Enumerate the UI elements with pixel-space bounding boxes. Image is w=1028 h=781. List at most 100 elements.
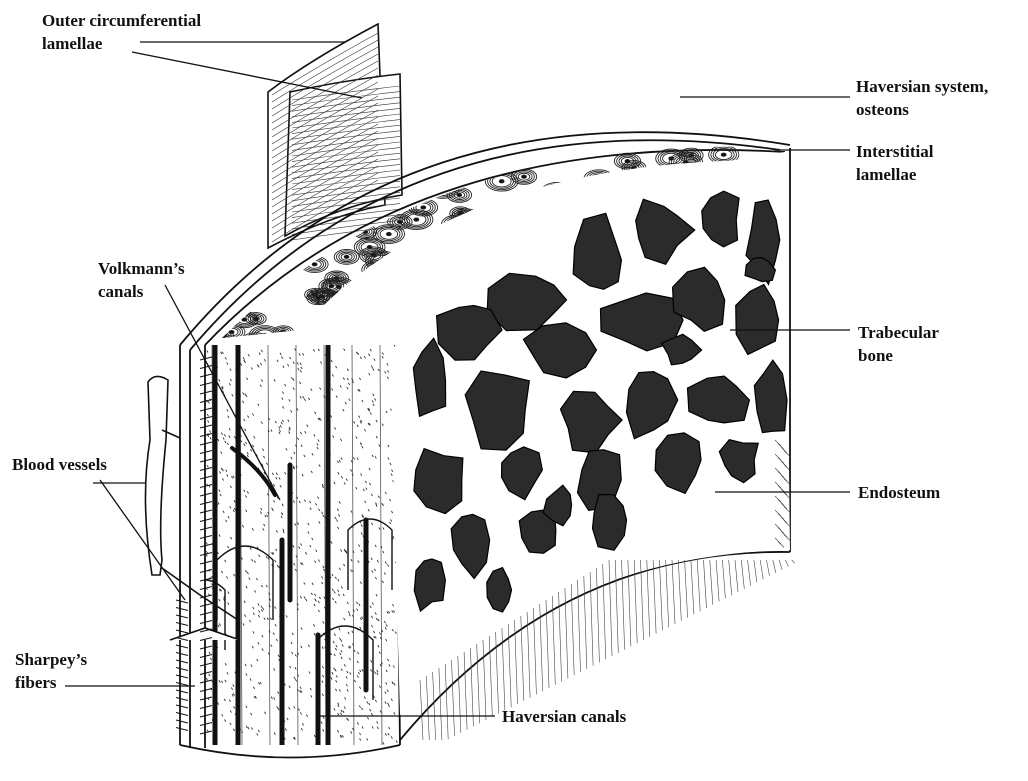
osteocyte-dot [350, 469, 351, 471]
osteon-ring [245, 336, 265, 348]
osteocyte-dot [227, 362, 228, 364]
osteocyte-dot [372, 726, 373, 728]
osteon-ring [488, 218, 501, 226]
osteocyte-dot [264, 359, 265, 361]
osteocyte-dot [310, 508, 311, 510]
osteocyte-dot [233, 510, 234, 512]
osteon-ring [248, 337, 263, 346]
osteocyte-dot [252, 413, 253, 415]
osteon-central-canal [502, 234, 507, 237]
osteocyte-dot [334, 591, 335, 593]
osteon-ring [461, 215, 478, 225]
osteocyte-dot [319, 464, 320, 466]
osteocyte-dot [311, 471, 312, 473]
osteocyte-dot [318, 601, 319, 603]
osteocyte-dot [233, 693, 234, 695]
label-line: bone [858, 344, 939, 367]
osteocyte-dot [281, 513, 282, 515]
sharpey-fiber [200, 680, 212, 683]
osteocyte-dot [275, 607, 276, 609]
label-line: Interstitial [856, 140, 933, 163]
osteocyte-dot [207, 414, 208, 416]
osteocyte-dot [374, 672, 375, 674]
osteocyte-dot [359, 544, 360, 546]
osteocyte-dot [218, 439, 219, 441]
osteocyte-dot [258, 615, 259, 617]
osteocyte-dot [232, 694, 233, 696]
osteocyte-dot [361, 708, 362, 710]
osteon-ring [334, 296, 342, 301]
osteon-ring [219, 333, 229, 339]
endosteum-hatch [672, 560, 675, 624]
osteocyte-dot [337, 730, 338, 732]
osteocyte-dot [206, 554, 207, 556]
osteocyte-dot [251, 559, 252, 561]
osteocyte-dot [282, 398, 283, 400]
osteocyte-dot [337, 461, 338, 463]
osteocyte-dot [318, 349, 319, 351]
osteocyte-dot [322, 582, 323, 584]
osteocyte-dot [230, 723, 231, 725]
osteocyte-dot [373, 368, 374, 370]
osteocyte-dot [257, 733, 258, 735]
osteon-ring [359, 279, 388, 297]
osteocyte-dot [371, 558, 372, 560]
osteon-ring [357, 278, 391, 298]
osteocyte-dot [379, 686, 380, 688]
osteocyte-dot [386, 411, 387, 413]
osteon-central-canal [335, 296, 340, 299]
osteocyte-dot [362, 669, 363, 671]
osteocyte-dot [336, 396, 337, 398]
osteocyte-dot [353, 457, 354, 459]
osteocyte-dot [382, 352, 383, 354]
osteocyte-dot [261, 350, 262, 352]
osteocyte-dot [344, 549, 345, 551]
osteon-ring [473, 220, 492, 231]
osteocyte-dot [267, 618, 268, 620]
osteocyte-dot [263, 608, 264, 610]
osteocyte-dot [258, 603, 259, 605]
sharpey-fiber [176, 615, 188, 618]
osteocyte-dot [338, 713, 339, 715]
osteon-central-canal [523, 216, 528, 219]
osteocyte-dot [248, 727, 249, 729]
endosteum-hatch [691, 560, 694, 614]
osteocyte-dot [375, 636, 376, 638]
osteocyte-dot [367, 701, 368, 703]
osteon-central-canal [573, 190, 578, 193]
osteocyte-dot [369, 373, 370, 375]
osteocyte-dot [221, 681, 222, 683]
osteocyte-dot [219, 534, 220, 536]
front-bottom-edge [180, 745, 400, 758]
osteocyte-dot [258, 730, 259, 732]
sharpey-fiber [176, 630, 188, 633]
sharpey-fiber [200, 519, 212, 522]
osteocyte-dot [371, 660, 372, 662]
osteocyte-dot [300, 687, 301, 689]
osteocyte-dot [320, 419, 321, 421]
osteocyte-dot [323, 566, 324, 568]
osteocyte-dot [232, 394, 233, 396]
osteocyte-dot [370, 709, 371, 711]
osteocyte-dot [352, 474, 353, 476]
osteocyte-dot [375, 456, 376, 458]
osteocyte-dot [289, 357, 290, 359]
osteocyte-dot [286, 448, 287, 450]
osteocyte-dot [233, 729, 234, 731]
osteocyte-dot [391, 511, 392, 513]
osteocyte-dot [221, 468, 222, 470]
osteocyte-dot [282, 504, 283, 506]
osteocyte-dot [396, 740, 397, 742]
osteocyte-dot [372, 571, 373, 573]
osteocyte-dot [218, 502, 219, 504]
osteon-central-canal [228, 350, 233, 353]
osteocyte-dot [348, 632, 349, 634]
osteon-ring [505, 214, 524, 225]
osteocyte-dot [356, 602, 357, 604]
osteon-central-canal [263, 333, 268, 336]
osteocyte-dot [267, 515, 268, 517]
label-line: lamellae [856, 163, 933, 186]
osteocyte-dot [379, 632, 380, 634]
osteon-ring [448, 219, 465, 229]
sharpey-fiber [176, 608, 188, 611]
